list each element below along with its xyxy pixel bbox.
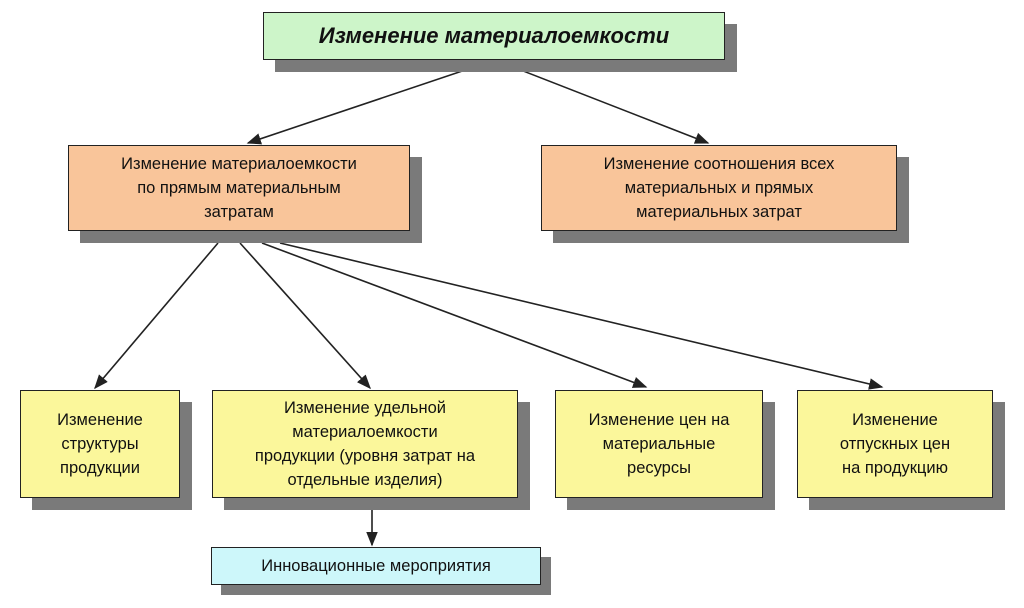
arrow-to-prices <box>261 242 648 388</box>
arrow-top-to-right <box>494 59 710 144</box>
node-structure-label: Изменение структуры продукции <box>57 411 143 477</box>
node-cost-ratio-label: Изменение соотношения всех материальных … <box>603 155 835 221</box>
arrow-top-to-left <box>246 59 496 145</box>
node-top-label: Изменение материалоемкости <box>318 23 670 48</box>
node-innovation: Инновационные мероприятия <box>211 547 541 585</box>
node-selling-prices: Изменение отпускных цен на продукцию <box>797 390 993 498</box>
node-resource-prices-label: Изменение цен на материальные ресурсы <box>588 411 730 477</box>
arrow-to-structure <box>94 242 219 390</box>
arrow-to-selling <box>279 242 884 390</box>
node-resource-prices: Изменение цен на материальные ресурсы <box>555 390 763 498</box>
node-top: Изменение материалоемкости <box>263 12 725 60</box>
node-direct-costs-label: Изменение материалоемкости по прямым мат… <box>121 155 357 221</box>
node-structure: Изменение структуры продукции <box>20 390 180 498</box>
arrow-to-specific <box>239 242 371 390</box>
node-specific-intensity-label: Изменение удельной материалоемкости прод… <box>254 399 476 489</box>
node-direct-costs: Изменение материалоемкости по прямым мат… <box>68 145 410 231</box>
node-cost-ratio: Изменение соотношения всех материальных … <box>541 145 897 231</box>
node-specific-intensity: Изменение удельной материалоемкости прод… <box>212 390 518 498</box>
node-selling-prices-label: Изменение отпускных цен на продукцию <box>839 411 951 477</box>
node-innovation-label: Инновационные мероприятия <box>261 556 491 575</box>
